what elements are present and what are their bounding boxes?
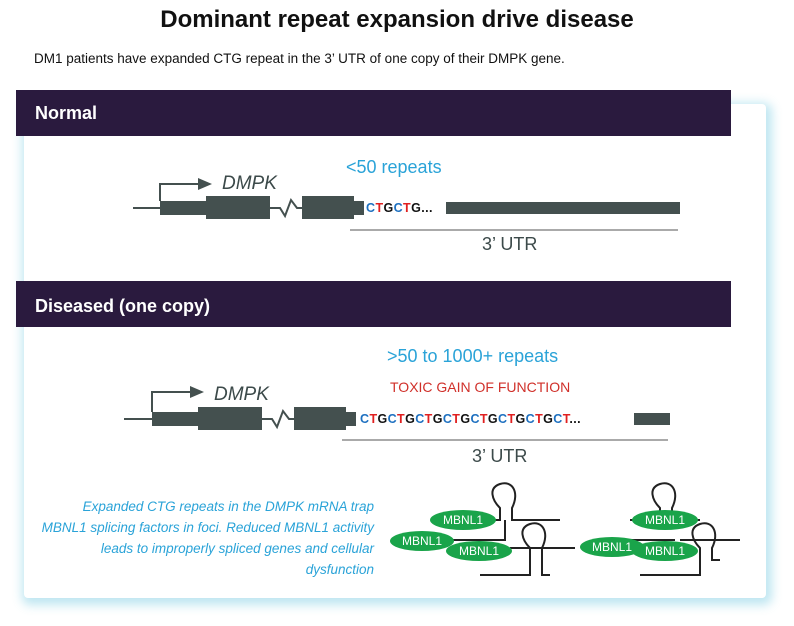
- sequence-base: C: [442, 412, 453, 426]
- sequence-base: .: [573, 412, 578, 426]
- rna-hairpin-1: [460, 482, 560, 521]
- sequence-base: G: [515, 412, 526, 426]
- sequence-base: .: [428, 201, 433, 215]
- normal-tss-arrow: [159, 183, 200, 201]
- mechanism-note: Expanded CTG repeats in the DMPK mRNA tr…: [41, 499, 374, 577]
- sequence-base: T: [535, 412, 544, 426]
- sequence-base: G: [460, 412, 471, 426]
- rna-hairpin-3: [630, 482, 700, 521]
- diseased-intron-break: [262, 408, 294, 430]
- diseased-exon-1: [152, 412, 198, 426]
- subtitle: DM1 patients have expanded CTG repeat in…: [34, 51, 565, 66]
- sequence-base: G: [432, 412, 443, 426]
- normal-repeat-count: <50 repeats: [346, 157, 442, 177]
- normal-exon-1: [160, 201, 206, 215]
- page-title: Dominant repeat expansion drive disease: [160, 6, 634, 33]
- diseased-gene-label: DMPK: [214, 384, 269, 405]
- sequence-base: .: [421, 201, 426, 215]
- sequence-base: T: [369, 412, 378, 426]
- sequence-base: C: [470, 412, 480, 426]
- sequence-base: G: [411, 201, 422, 215]
- sequence-base: T: [403, 201, 412, 215]
- diseased-ctg-sequence: CTGCTGCTGCTGCTGCTGCTGCT...: [360, 412, 581, 426]
- diseased-gene: [124, 386, 670, 441]
- diseased-exon-2: [198, 407, 262, 430]
- diseased-arrowhead-icon: [190, 386, 204, 398]
- sequence-base: .: [569, 412, 574, 426]
- sequence-base: .: [425, 201, 429, 215]
- diseased-exon-3: [294, 407, 346, 430]
- sequence-base: C: [366, 201, 376, 215]
- sequence-base: C: [415, 412, 425, 426]
- normal-heading: Normal: [35, 103, 98, 123]
- sequence-base: C: [525, 412, 536, 426]
- mbnl1-factor: MBNL1: [430, 510, 496, 530]
- sequence-base: C: [498, 412, 508, 426]
- sequence-base: G: [543, 412, 554, 426]
- normal-gene-label: DMPK: [222, 173, 277, 194]
- normal-arrowhead-icon: [198, 178, 212, 190]
- normal-ctg-sequence: CTGCTG...: [366, 201, 433, 215]
- diseased-utr-label: 3’ UTR: [472, 446, 528, 466]
- sequence-base: G: [405, 412, 416, 426]
- normal-heading-band: Normal: [16, 90, 731, 136]
- sequence-base: C: [393, 201, 404, 215]
- sequence-base: G: [487, 412, 499, 426]
- diseased-heading-band: Diseased (one copy): [16, 281, 731, 327]
- sequence-base: T: [507, 412, 516, 426]
- sequence-base: .: [577, 412, 581, 426]
- sequence-base: T: [562, 412, 570, 426]
- mbnl1-factor: MBNL1: [632, 510, 698, 530]
- sequence-base: T: [424, 412, 433, 426]
- mbnl1-factor: MBNL1: [446, 541, 512, 561]
- rna-hairpin-2: [480, 522, 550, 576]
- normal-exon-2: [206, 196, 270, 219]
- sequence-base: G: [383, 201, 394, 215]
- sequence-base: T: [397, 412, 406, 426]
- diseased-tss-arrow: [151, 391, 192, 412]
- normal-exon-3-tail: [354, 201, 364, 215]
- sequence-base: G: [377, 412, 388, 426]
- mbnl1-factor: MBNL1: [580, 537, 644, 557]
- normal-utr-bar: [446, 202, 680, 214]
- sequence-base: C: [387, 412, 398, 426]
- sequence-base: C: [553, 412, 563, 426]
- mbnl1-factor: MBNL1: [632, 541, 698, 561]
- normal-intron-break: [270, 197, 302, 219]
- normal-exon-3: [302, 196, 354, 219]
- diseased-utr-bar: [634, 413, 670, 425]
- normal-utr-label: 3’ UTR: [482, 234, 538, 254]
- diseased-exon-3-tail: [346, 412, 356, 426]
- sequence-base: T: [452, 412, 461, 426]
- diseased-heading: Diseased (one copy): [35, 296, 211, 316]
- normal-gene: [133, 178, 680, 231]
- rna-hairpin-4: [640, 522, 720, 576]
- sequence-base: C: [360, 412, 370, 426]
- rna-foci-cluster-1: [430, 482, 575, 576]
- sequence-base: T: [375, 201, 384, 215]
- diseased-repeat-count: >50 to 1000+ repeats: [387, 346, 559, 366]
- mbnl1-factor: MBNL1: [390, 531, 454, 551]
- sequence-base: T: [479, 412, 488, 426]
- toxic-gain-label: TOXIC GAIN OF FUNCTION: [390, 379, 571, 395]
- rna-strand-1: [430, 520, 506, 541]
